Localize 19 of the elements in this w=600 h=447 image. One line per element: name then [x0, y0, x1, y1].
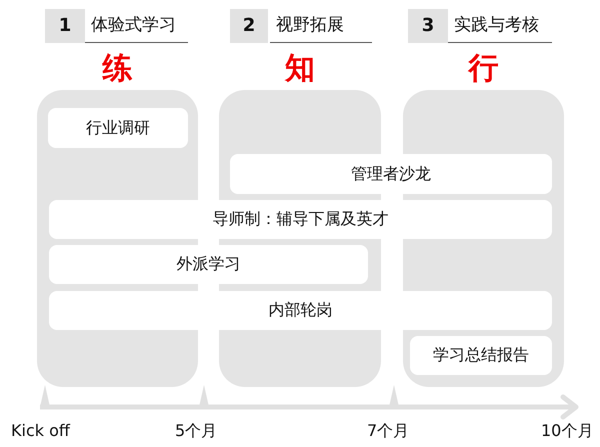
activity-bar: 导师制：辅导下属及英才: [49, 200, 552, 239]
phase-keyword: 知: [284, 51, 316, 87]
phase-keyword: 练: [101, 51, 134, 87]
step-number-badge: 2: [230, 9, 268, 43]
activity-bar: 行业调研: [48, 108, 188, 148]
phase-heading: 视野拓展: [270, 9, 372, 43]
activity-bar: 管理者沙龙: [230, 154, 552, 194]
activity-bar: 内部轮岗: [49, 291, 552, 330]
timeline-label: Kick off: [11, 421, 70, 441]
phase-keyword: 行: [466, 51, 500, 87]
step-number-badge: 1: [45, 9, 85, 43]
timeline-label: 10个月: [541, 421, 594, 441]
step-number-badge: 3: [408, 9, 448, 43]
activity-bar: 学习总结报告: [410, 336, 552, 375]
timeline-label: 5个月: [175, 421, 218, 441]
phase-heading: 实践与考核: [448, 9, 552, 43]
activity-bar: 外派学习: [49, 245, 368, 284]
phase-heading: 体验式学习: [85, 9, 188, 43]
timeline-label: 7个月: [367, 421, 410, 441]
